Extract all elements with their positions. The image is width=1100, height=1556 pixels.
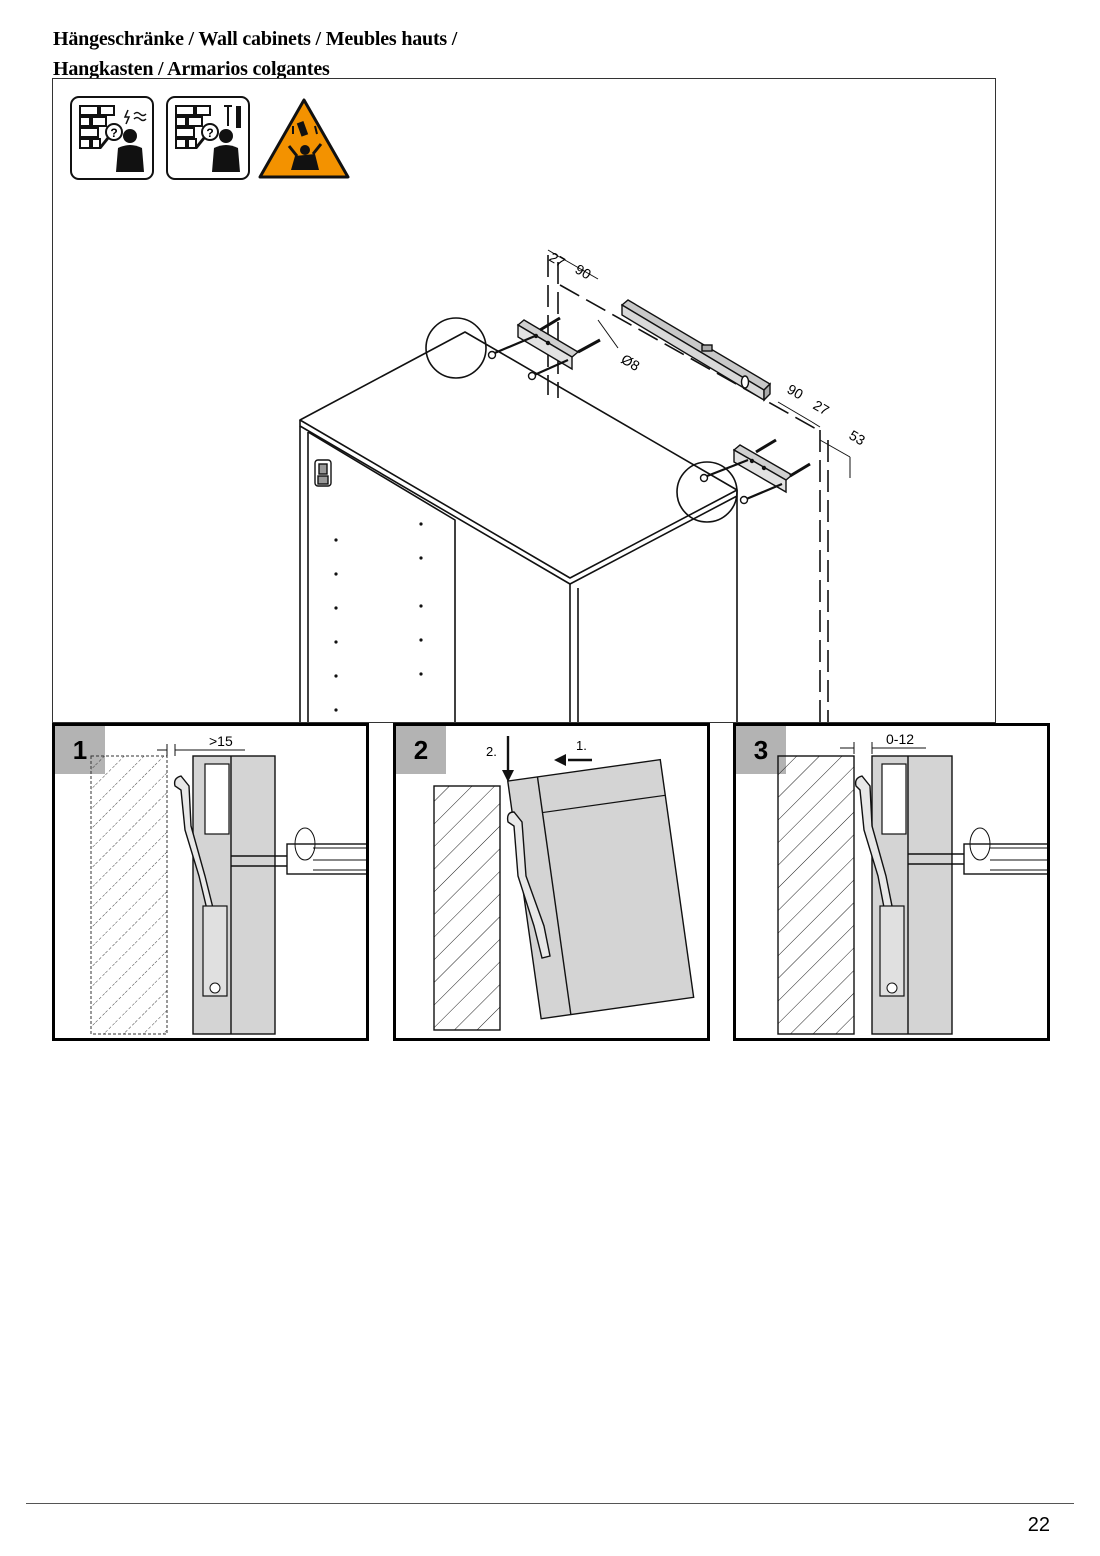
step-1-number: 1 xyxy=(55,726,105,774)
title-line-2: Hangkasten / Armarios colgantes xyxy=(53,58,330,80)
step-1-dimension: >15 xyxy=(209,733,233,749)
dim-drill-diameter: Ø8 xyxy=(619,351,643,374)
wall-rail-left xyxy=(487,316,601,381)
hanger-hook xyxy=(173,775,216,919)
screwdriver xyxy=(286,843,366,875)
step-3-dimension: 0-12 xyxy=(886,731,914,747)
hanger-hook xyxy=(506,811,551,959)
cabinet-top-panel xyxy=(299,331,738,579)
dim-27-right: 27 xyxy=(811,397,833,419)
wall-section xyxy=(433,785,501,1031)
dim-90-left: 90 xyxy=(573,261,595,283)
footer-divider xyxy=(26,1503,1074,1504)
arrow-left-icon xyxy=(554,754,566,766)
main-assembly-figure xyxy=(52,78,996,723)
arrow-down-icon xyxy=(502,770,514,782)
dim-27-left: 27 xyxy=(547,249,569,271)
check-wall-for-cables-pipes-icon: ? xyxy=(70,96,154,180)
step-3-panel: 3 0-12 xyxy=(733,723,1050,1041)
wall-outline-dashed xyxy=(90,755,168,1035)
step-1-panel: 1 >15 xyxy=(52,723,369,1041)
svg-text:?: ? xyxy=(206,126,213,140)
detail-circle-left xyxy=(425,317,487,379)
page-number: 22 xyxy=(1027,1514,1050,1536)
cabinet-hanger-side xyxy=(314,459,332,487)
step-2-arrow-down-label: 2. xyxy=(486,744,497,759)
dim-90-right: 90 xyxy=(785,381,807,403)
cabinet-installation-drawing: 27 90 Ø8 90 27 53 xyxy=(299,249,869,722)
step-2-number: 2 xyxy=(396,726,446,774)
dim-53-right: 53 xyxy=(847,427,869,449)
spirit-level xyxy=(620,299,772,402)
check-wall-fixings-icon: ? xyxy=(166,96,250,180)
rotate-arrow-icon xyxy=(969,827,991,861)
svg-text:?: ? xyxy=(110,126,117,140)
cabinet-tilted xyxy=(506,758,695,1020)
wall-rail-right xyxy=(699,438,811,505)
detail-circle-right xyxy=(676,461,738,523)
step-2-arrow-left-label: 1. xyxy=(576,738,587,753)
hanger-hook xyxy=(854,775,895,919)
step-2-panel: 2 2. 1. xyxy=(393,723,710,1041)
screwdriver xyxy=(963,843,1047,875)
falling-object-warning-icon xyxy=(257,96,351,180)
page-title: Hängeschränke / Wall cabinets / Meubles … xyxy=(53,24,457,84)
wall-section xyxy=(777,755,855,1035)
rotate-arrow-icon xyxy=(294,827,316,861)
title-line-1: Hängeschränke / Wall cabinets / Meubles … xyxy=(53,28,458,50)
